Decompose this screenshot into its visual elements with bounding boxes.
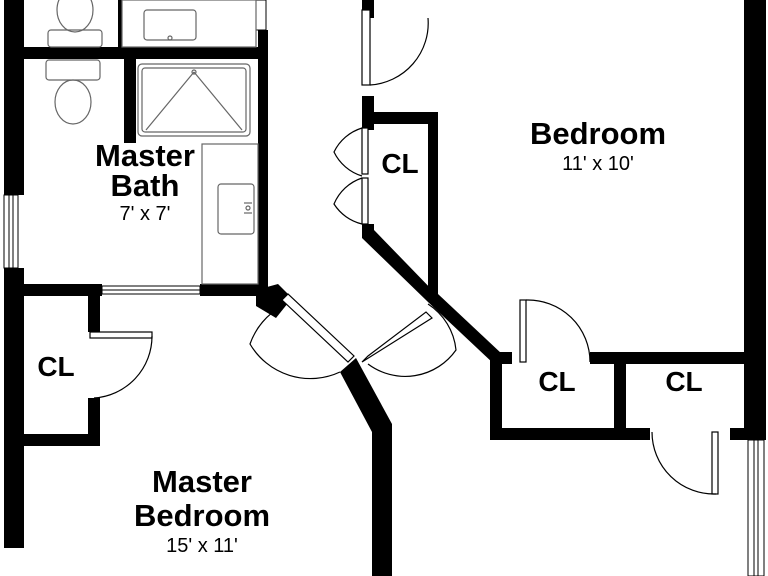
hall-closet-top-wall bbox=[362, 112, 438, 124]
bedroom-closet-right-label: CL bbox=[665, 366, 702, 397]
bedroom-dimensions: 11' x 10' bbox=[562, 153, 634, 175]
sink-top bbox=[121, 0, 257, 48]
bath-bottom-wall-right bbox=[200, 284, 268, 296]
hall-closet-left-wall-top bbox=[362, 96, 374, 130]
right-exterior-wall bbox=[744, 0, 766, 440]
bedroom-closets-divider bbox=[614, 352, 626, 440]
master-bedroom-label-line1: Master bbox=[152, 464, 252, 499]
master-closet-label: CL bbox=[37, 351, 74, 382]
master-closet-bottom-wall bbox=[4, 434, 100, 446]
bedroom-door-swing bbox=[361, 9, 429, 86]
master-bath-label-line1: Master bbox=[95, 138, 195, 173]
fixtures bbox=[45, 0, 259, 285]
toilet-top bbox=[47, 0, 103, 48]
master-bath-dimensions: 7' x 7' bbox=[120, 203, 171, 225]
bedroom-closet-left-door-swing bbox=[519, 299, 591, 363]
bath-right-wall bbox=[258, 30, 268, 300]
shower-stall bbox=[137, 63, 251, 137]
bath-top-wall bbox=[4, 47, 264, 59]
vanity-sink bbox=[201, 143, 259, 285]
bedroom-closet-right-door-swing bbox=[651, 431, 719, 495]
bedroom-closets-bottom-wall bbox=[490, 428, 650, 440]
bath-bottom-wall-left bbox=[4, 284, 102, 296]
master-bath-label-line2: Bath bbox=[111, 168, 180, 203]
master-closet-door-swing bbox=[89, 331, 153, 399]
room-labels: Master Bath 7' x 7' Bedroom 11' x 10' Ma… bbox=[37, 116, 702, 557]
bedroom-closets-left-wall bbox=[490, 352, 502, 440]
hall-corner-block bbox=[256, 284, 292, 318]
master-bedroom-dimensions: 15' x 11' bbox=[166, 535, 238, 557]
hall-closet-label: CL bbox=[381, 148, 418, 179]
master-bedroom-double-door bbox=[249, 293, 457, 380]
hall-closet-double-door bbox=[333, 127, 369, 225]
doors bbox=[89, 9, 719, 495]
left-exterior-wall-lower bbox=[4, 268, 24, 548]
bath-vanity-divider bbox=[118, 0, 122, 47]
bedroom-window-right bbox=[747, 439, 765, 576]
master-closet-right-wall-top bbox=[88, 284, 100, 332]
hall-angled-wall bbox=[428, 294, 502, 364]
bedroom-label: Bedroom bbox=[530, 116, 666, 151]
hall-closet-angled-wall bbox=[362, 230, 436, 302]
walls bbox=[4, 0, 766, 576]
bath-window-top-right bbox=[255, 0, 267, 31]
bath-partition-wall bbox=[124, 59, 136, 143]
bedroom-closet-left-label: CL bbox=[538, 366, 575, 397]
bath-window-left bbox=[3, 194, 19, 269]
master-bedroom-angled-wall bbox=[340, 358, 392, 576]
bedroom-closets-top-wall-mid bbox=[590, 352, 746, 364]
toilet bbox=[45, 59, 101, 125]
windows bbox=[3, 0, 765, 576]
hall-closet-right-wall bbox=[428, 112, 438, 302]
master-bedroom-label-line2: Bedroom bbox=[134, 498, 270, 533]
left-exterior-wall bbox=[4, 0, 24, 195]
